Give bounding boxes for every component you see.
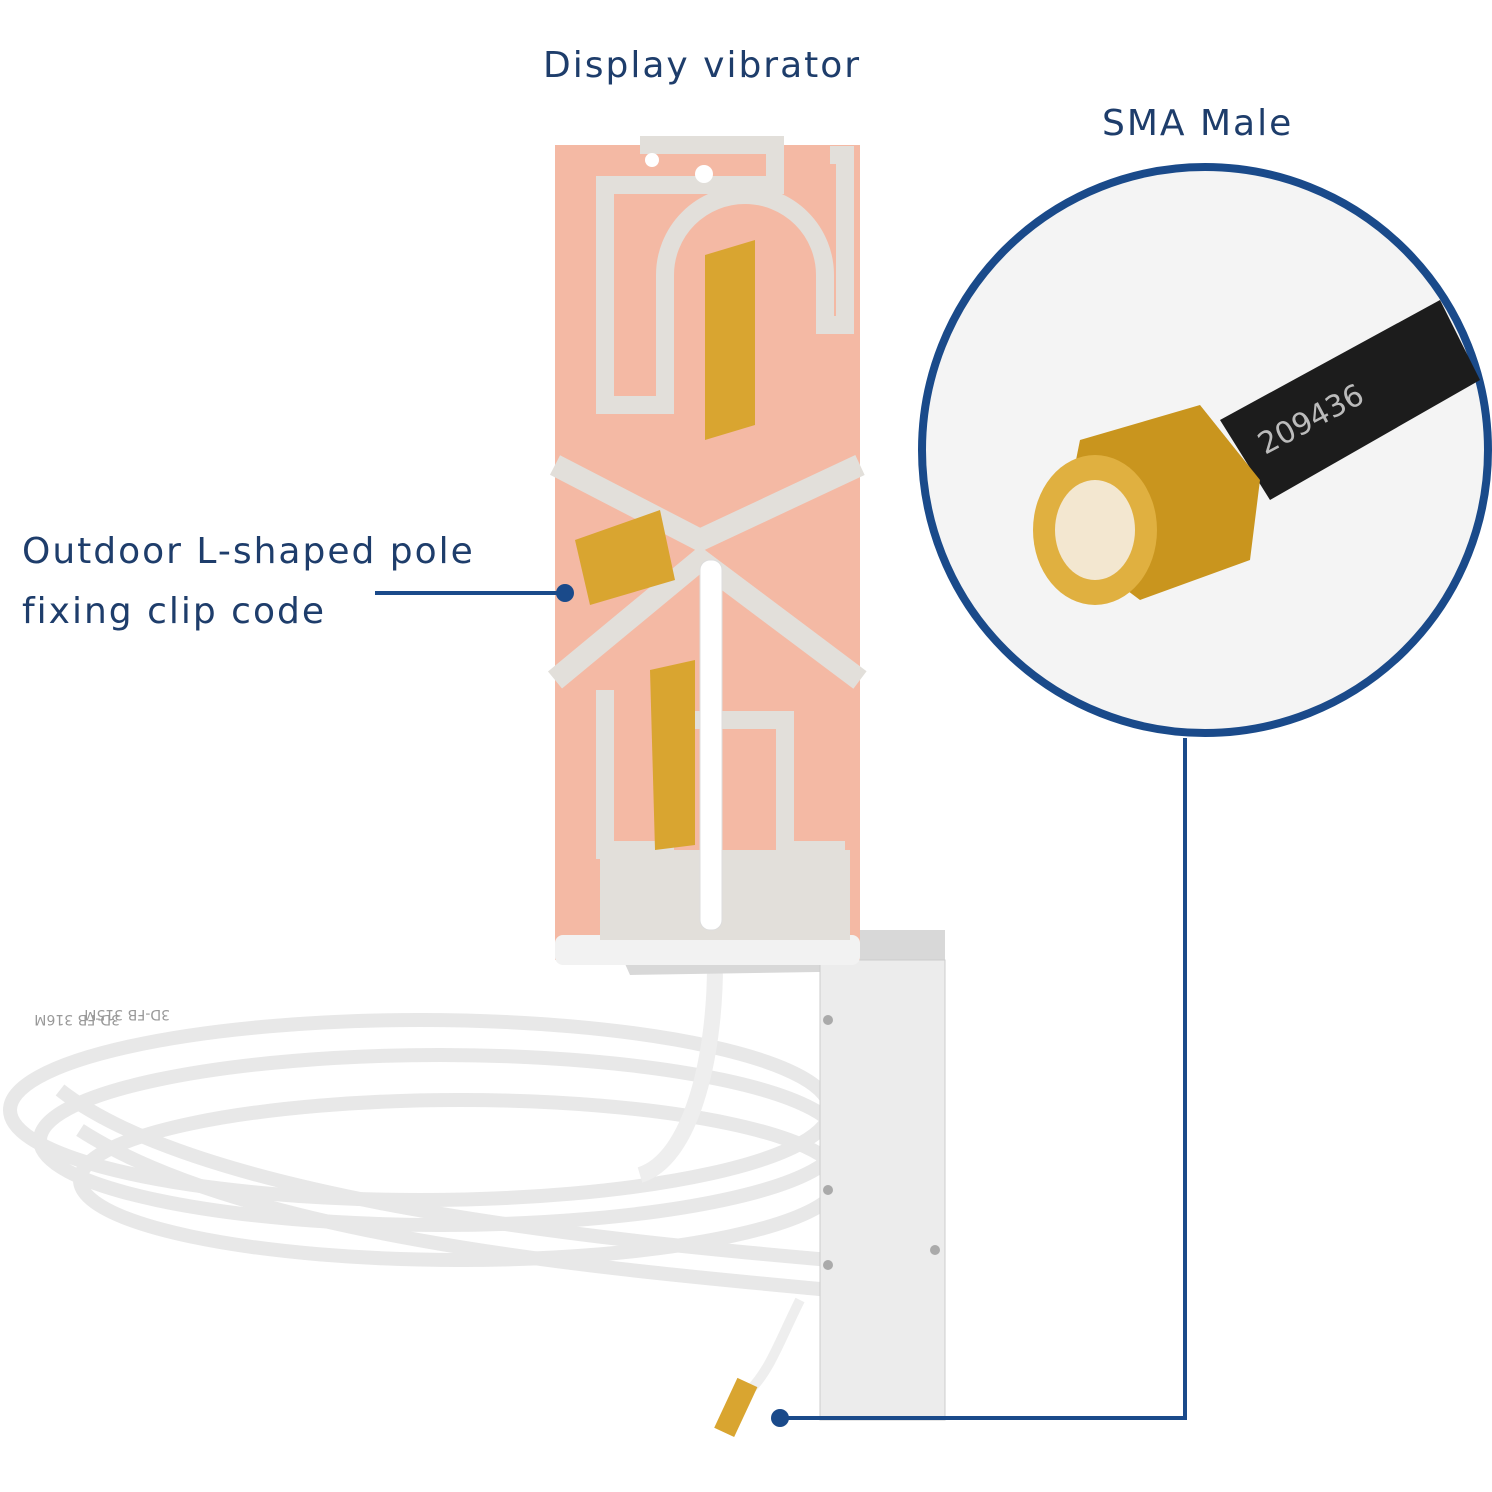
sma-connector-small <box>714 1377 758 1438</box>
coax-print-1: 3D-FB 315M <box>84 1006 170 1022</box>
coax-print-2: 3D-FB 316M <box>34 1011 120 1027</box>
feed-cable <box>637 964 723 1183</box>
antenna-board <box>547 136 867 965</box>
callout-dot-clip <box>556 584 574 602</box>
label-display-vibrator: Display vibrator <box>543 45 862 86</box>
pigtail-cable <box>746 1297 805 1394</box>
coiled-cable <box>3 1013 847 1297</box>
label-sma-male: SMA Male <box>1102 103 1294 144</box>
sma-male-zoom-circle: 209436 <box>918 163 1492 737</box>
label-clip-line1: Outdoor L-shaped pole <box>22 531 475 572</box>
callout-lines <box>375 591 1187 1420</box>
label-clip-line2: fixing clip code <box>22 591 327 632</box>
callout-dot-sma <box>771 1409 789 1427</box>
